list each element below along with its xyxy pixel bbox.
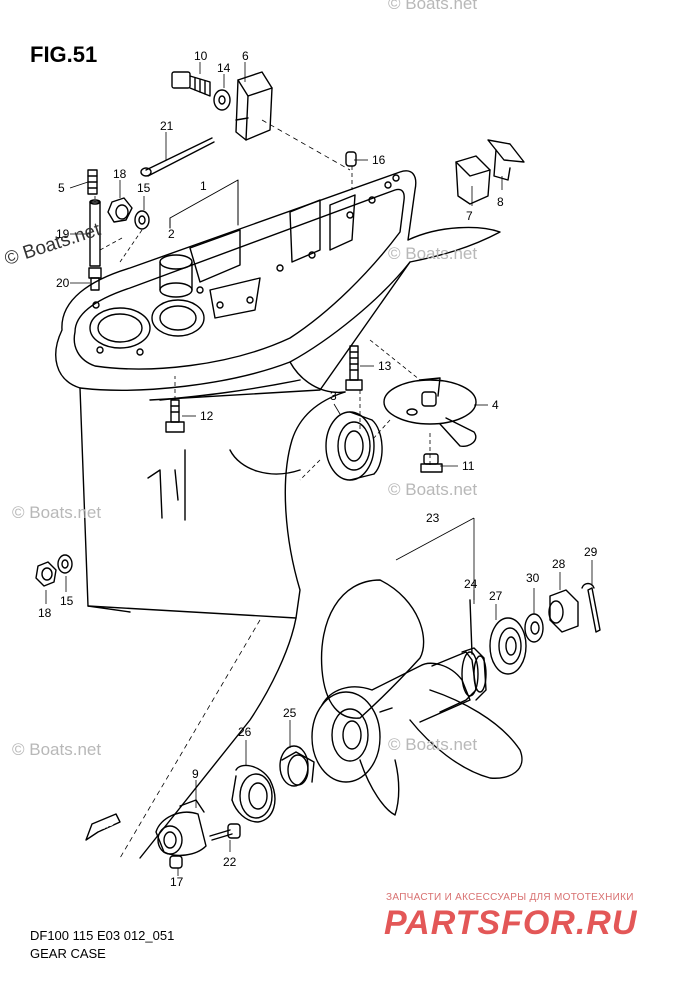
watermark: © Boats.net [388,735,478,754]
callout-8: 8 [497,195,504,209]
fitting-20 [88,267,102,291]
washer-27 [489,617,527,675]
watermark: © Boats.net [388,0,478,13]
caption-model: DF100 115 E03 012_051 [30,928,175,943]
callout-numbers: 10 14 6 21 16 18 15 5 1 19 2 20 7 8 13 3… [38,49,598,889]
callout-3: 3 [330,389,337,403]
callout-5: 5 [58,181,65,195]
plug-17 [169,855,183,869]
watermark: © Boats.net [12,503,102,522]
bolt-12 [165,399,185,433]
callout-18-lower: 18 [38,606,52,620]
fwd-arrow [85,813,121,841]
callout-10: 10 [194,49,208,63]
spacer-24 [469,599,473,655]
plug-18-top [107,197,133,223]
gear-case-housing [55,170,501,859]
clip-8 [487,139,525,181]
dowel-pin-16 [345,151,357,167]
callout-20: 20 [56,276,70,290]
callout-21: 21 [160,119,174,133]
callout-30: 30 [526,571,540,585]
callout-6: 6 [242,49,249,63]
bolt-13 [345,345,363,391]
callout-22: 22 [223,855,237,869]
callout-23: 23 [426,511,440,525]
bolt-10 [171,71,211,97]
callout-11: 11 [462,459,475,473]
nut-11 [420,453,443,473]
callout-9: 9 [192,767,199,781]
callout-18: 18 [113,167,127,181]
callout-24: 24 [464,577,478,591]
callout-19: 19 [56,227,70,241]
callout-17: 17 [170,875,184,889]
callout-15-lower: 15 [60,594,74,608]
anode-26 [231,764,276,823]
water-pickup-9 [155,799,207,857]
caption-section: GEAR CASE [30,946,106,961]
callout-14: 14 [217,61,231,75]
cotter-pin-29 [581,582,601,633]
callout-28: 28 [552,557,566,571]
callout-12: 12 [200,409,214,423]
stud-21 [140,137,215,177]
callout-27: 27 [489,589,503,603]
propeller-23 [311,579,523,816]
screw-22 [209,823,241,841]
washer-15-lower [57,554,73,574]
watermark: © Boats.net [388,244,478,263]
stud-5 [87,169,98,195]
trim-tab-4 [383,377,477,447]
callout-2: 2 [168,227,175,241]
watermark: © Boats.net [388,480,478,499]
callout-7: 7 [466,209,473,223]
washer-15-top [134,210,150,230]
callout-1: 1 [200,179,207,193]
callout-15: 15 [137,181,151,195]
callout-13: 13 [378,359,392,373]
cover-7 [455,155,491,205]
fwd-label: FWD [95,818,115,833]
watermark: © Boats.net [12,740,102,759]
bearing-3 [325,411,383,481]
shop-logo: PARTSFOR.RU [384,904,638,942]
plug-18-lower [35,561,57,587]
spacer-25 [279,745,315,787]
callout-25: 25 [283,706,297,720]
anode-6 [235,71,273,141]
shop-tagline: ЗАПЧАСТИ И АКСЕССУАРЫ ДЛЯ МОТОТЕХНИКИ [386,892,634,903]
callout-26: 26 [238,725,252,739]
nut-28 [548,589,579,633]
figure-title: FIG.51 [30,42,98,67]
washer-14 [213,89,231,111]
callout-16: 16 [372,153,386,167]
washer-30 [524,613,544,643]
callout-4: 4 [492,398,499,412]
callout-29: 29 [584,545,598,559]
